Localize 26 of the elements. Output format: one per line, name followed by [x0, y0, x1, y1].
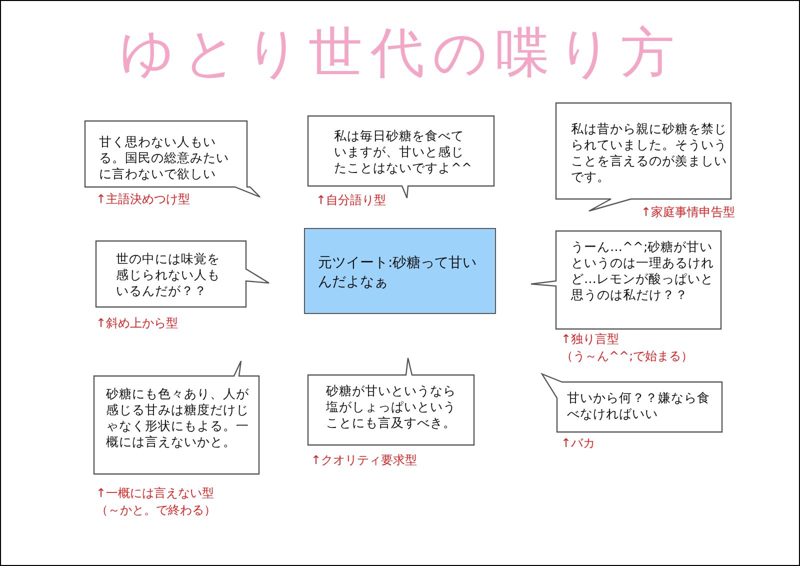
speech-bubble — [96, 241, 269, 307]
reply-text: 甘いから何？？嫌なら食べなければいい — [567, 390, 711, 422]
reply-text: 砂糖が甘いというなら塩がしょっぱいということにも言及すべき。 — [326, 383, 457, 431]
type-label: （う～ん^^;で始まる） — [561, 348, 694, 365]
type-label: ↑主語決めつけ型 — [96, 191, 190, 208]
reply-text: うーん…^^;砂糖が甘いというのは一理あるけれど…レモンが酸っぱいと思うのは私だけ？？ — [571, 239, 715, 303]
speech-bubble — [308, 358, 474, 445]
type-label: ↑一概には言えない型 — [96, 485, 216, 502]
reply-text: 私は昔から親に砂糖を禁じられていました。そういうことを言えるのが羨ましいです。 — [571, 121, 728, 185]
type-label: ↑斜め上から型 — [96, 315, 178, 332]
reply-text: 砂糖にも色々あり、人が感じる甘みは糖度だけじゃなく形状にもよる。一概には言えないかと。 — [106, 386, 250, 450]
reply-text: 甘く思わない人もいる。国民の総意みたいに言わないで欲しい — [99, 134, 230, 182]
speech-bubble — [94, 361, 259, 474]
reply-text: 世の中には味覚を感じられない人もいるんだが？？ — [116, 251, 221, 299]
type-label: ↑独り言型 — [561, 331, 620, 348]
speech-bubble — [542, 374, 722, 432]
page-title: ゆとり世代の喋り方 — [118, 21, 684, 85]
speech-bubble — [531, 231, 721, 329]
type-label: ↑クオリティ要求型 — [311, 452, 418, 469]
type-label: ↑家庭事情申告型 — [641, 204, 736, 221]
type-label: ↑自分語り型 — [316, 192, 386, 209]
original-tweet-box — [304, 228, 496, 314]
reply-text: 私は毎日砂糖を食べていますが、甘いと感じたことはないですよ^^ — [334, 128, 473, 176]
tweet-text: 元ツイート:砂糖って甘いんだよなぁ — [318, 254, 478, 292]
type-label: ↑バカ — [561, 435, 596, 452]
type-label: （～かと。で終わる） — [96, 502, 216, 519]
